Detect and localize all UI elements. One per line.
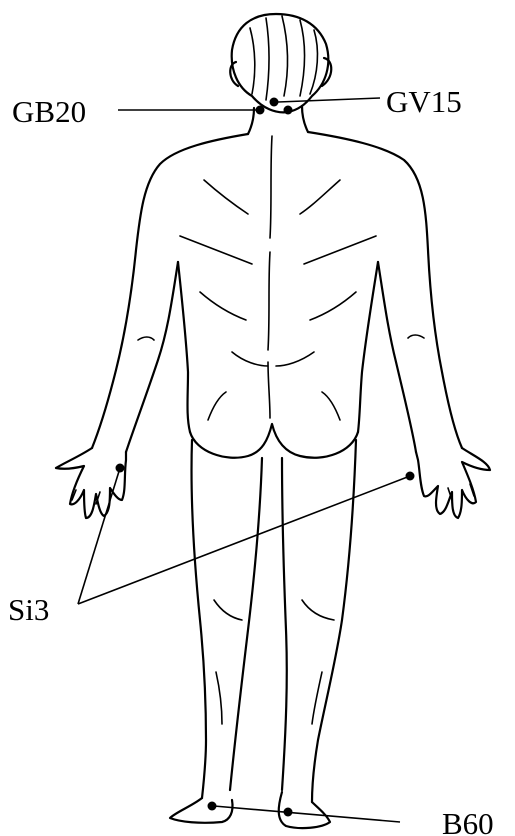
left-arm-outer — [92, 134, 248, 448]
torso-right — [358, 262, 378, 432]
si3-point-left — [116, 464, 125, 473]
b60-point-left — [208, 802, 217, 811]
neck-left — [248, 108, 254, 134]
si3-point-right — [406, 472, 415, 481]
buttocks — [190, 424, 358, 458]
label-gb20: GB20 — [12, 94, 86, 129]
left-leg-outer — [191, 440, 206, 798]
right-arm-inner — [378, 262, 416, 452]
si3-leader-right — [78, 476, 410, 604]
gb20-point — [256, 106, 265, 115]
b60-point-right — [284, 808, 293, 817]
hair — [250, 16, 317, 100]
b60-leader — [214, 806, 400, 822]
gv15-point — [270, 98, 279, 107]
si3-leader-left — [78, 468, 120, 604]
label-b60: B60 — [442, 806, 494, 836]
neck-right — [302, 106, 308, 132]
head — [232, 14, 329, 112]
labels: GB20 GV15 Si3 B60 — [8, 84, 494, 836]
body-outline — [56, 14, 490, 828]
label-gv15: GV15 — [386, 84, 462, 119]
gv15-leader — [278, 98, 380, 102]
left-arm-inner — [126, 262, 178, 452]
torso-left — [178, 262, 190, 432]
right-leg-outer — [312, 440, 356, 802]
gv15-point-2 — [284, 106, 293, 115]
acupoint-markers — [116, 98, 415, 817]
label-si3: Si3 — [8, 592, 49, 627]
left-leg-inner — [230, 458, 262, 790]
leader-lines — [78, 98, 410, 822]
left-foot — [170, 798, 233, 823]
right-leg-inner — [282, 458, 287, 790]
right-hand — [416, 448, 490, 518]
